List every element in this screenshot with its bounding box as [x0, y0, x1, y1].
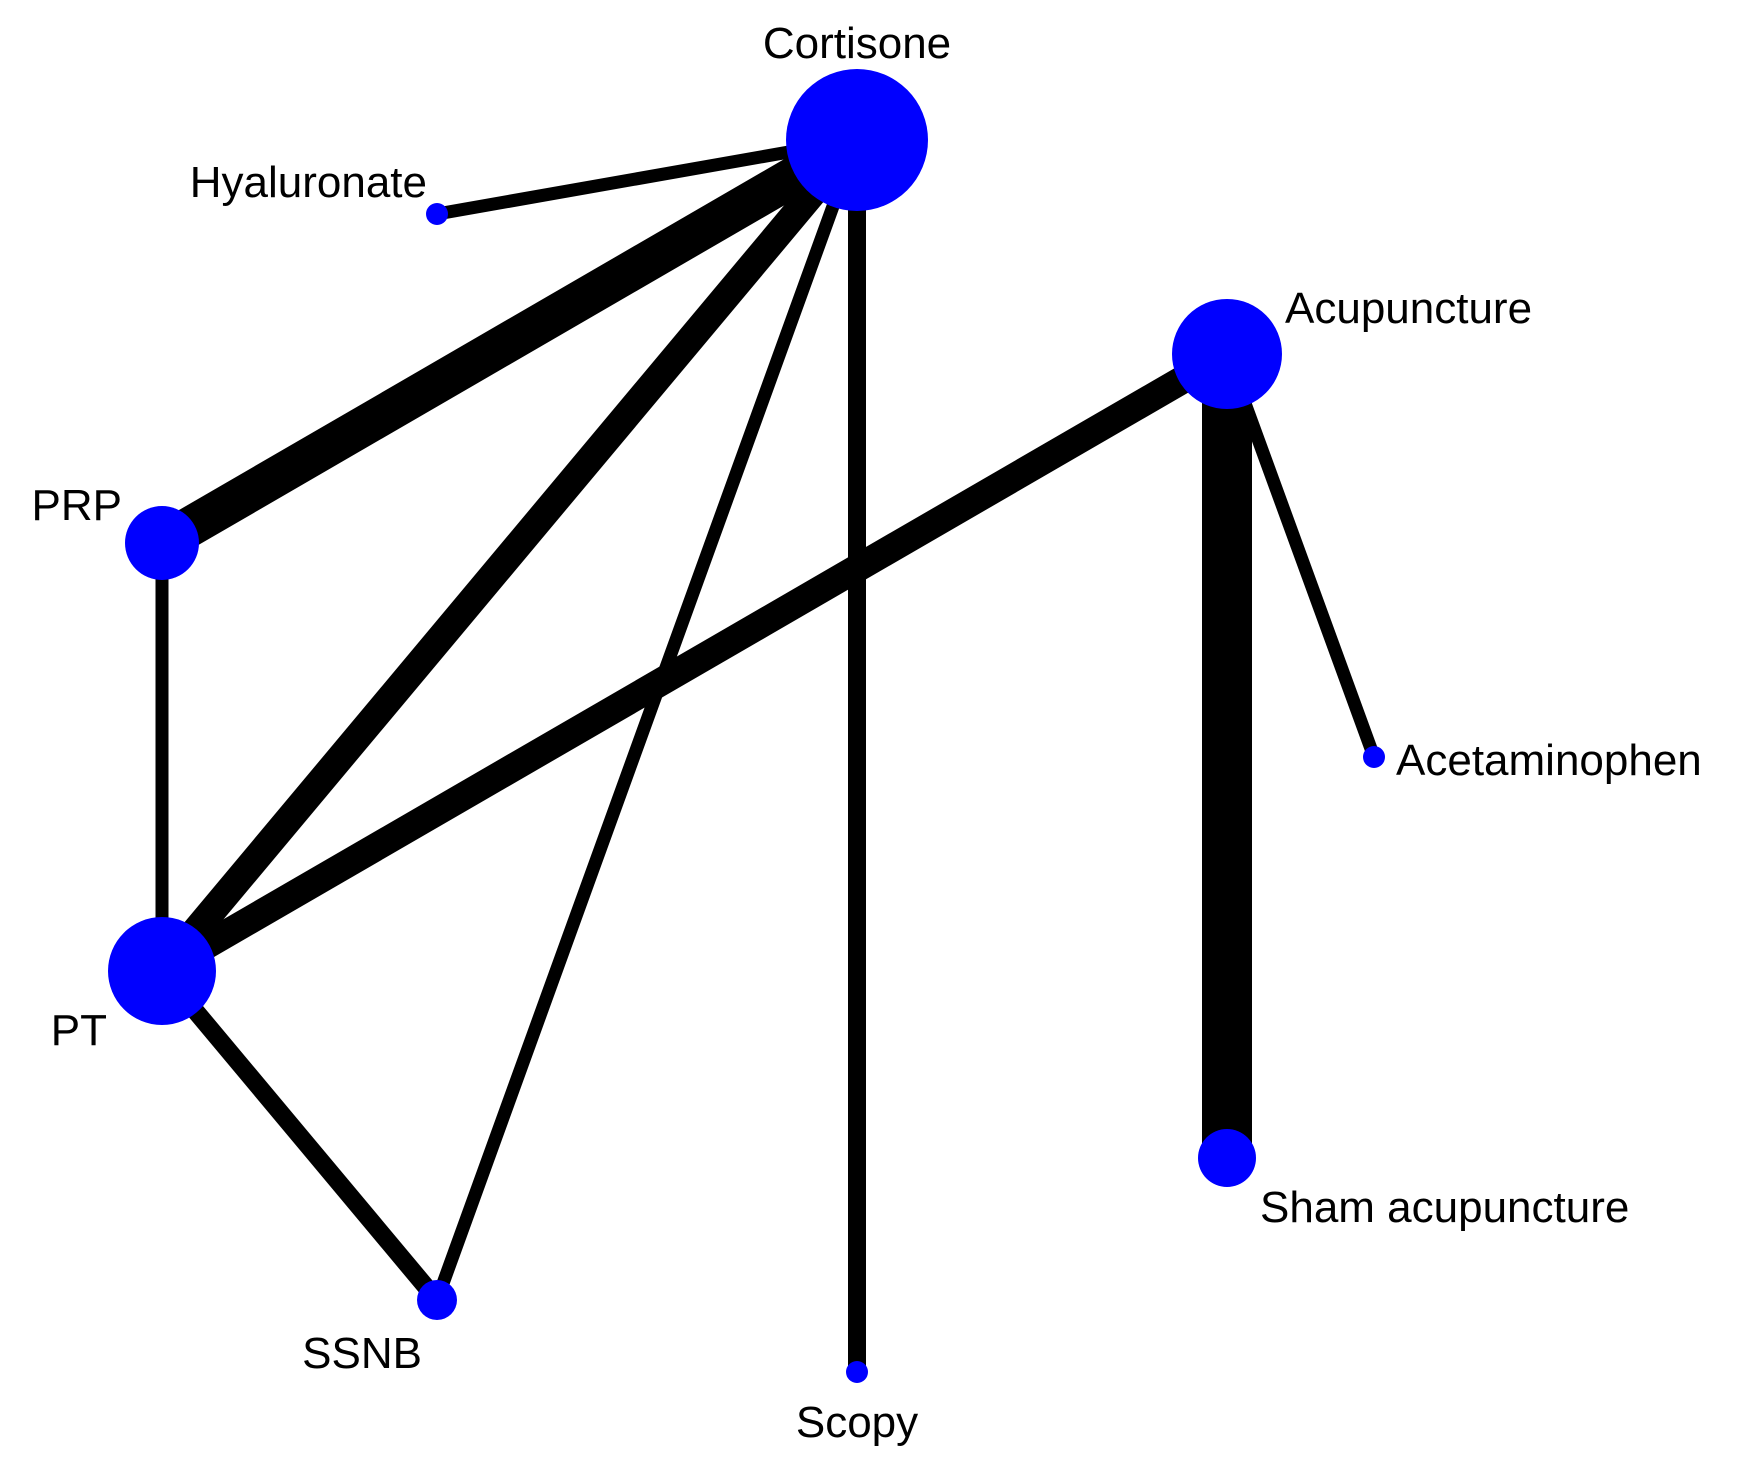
node-scopy [846, 1361, 868, 1383]
node-hyaluronate [426, 203, 448, 225]
edge-acupuncture-acetaminophen [1220, 351, 1381, 760]
edge-cortisone-ssnb [430, 137, 864, 1303]
node-pt [108, 917, 216, 1025]
edge-cortisone-pt [151, 131, 868, 980]
label-sham: Sham acupuncture [1260, 1183, 1629, 1232]
node-ssnb [417, 1280, 457, 1320]
label-ssnb: SSNB [302, 1329, 422, 1378]
node-acetaminophen [1363, 746, 1385, 768]
node-prp [125, 506, 199, 580]
label-hyaluronate: Hyaluronate [190, 158, 427, 207]
edge-cortisone-hyaluronate [435, 133, 859, 221]
edge-pt-ssnb [155, 965, 444, 1306]
edge-acupuncture-pt [154, 341, 1235, 984]
label-prp: PRP [32, 481, 122, 530]
label-acupuncture: Acupuncture [1285, 284, 1532, 333]
node-acupuncture [1172, 299, 1282, 409]
label-cortisone: Cortisone [763, 19, 951, 68]
label-acetaminophen: Acetaminophen [1396, 736, 1702, 785]
edges-layer [151, 122, 1381, 1372]
edge-cortisone-prp [151, 122, 868, 561]
label-scopy: Scopy [796, 1398, 918, 1447]
node-cortisone [786, 69, 928, 211]
node-sham [1198, 1129, 1256, 1187]
nodes-layer [108, 69, 1385, 1383]
label-pt: PT [51, 1006, 107, 1055]
